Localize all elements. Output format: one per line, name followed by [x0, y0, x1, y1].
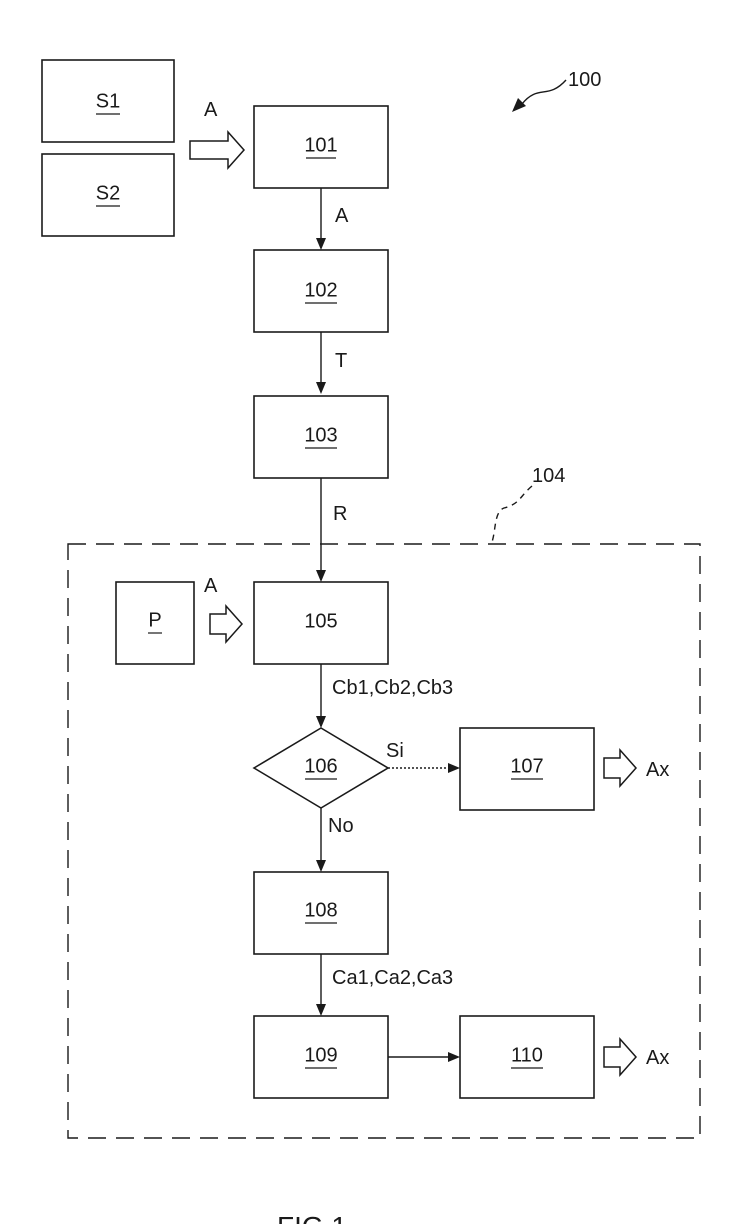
arrowhead-108-109 [316, 1004, 326, 1016]
edge-label-s-to-101: A [204, 99, 218, 121]
figure-caption: FIG.1 [277, 1211, 347, 1224]
step-102-label: 102 [304, 279, 337, 301]
step-108: 108 [254, 872, 388, 954]
step-102: 102 [254, 250, 388, 332]
edge-label-103-105: R [333, 503, 347, 525]
step-103: 103 [254, 396, 388, 478]
source-s2: S2 [42, 154, 174, 236]
decision-106: 106 [254, 728, 388, 808]
ref-100-leader [522, 80, 566, 104]
source-p: P [116, 582, 194, 664]
output-label-110: Ax [646, 1047, 669, 1069]
source-p-label: P [148, 609, 161, 631]
step-109-label: 109 [304, 1044, 337, 1066]
edge-label-101-102: A [335, 205, 349, 227]
step-101: 101 [254, 106, 388, 188]
hollow-arrow-out-110 [604, 1039, 636, 1075]
step-110: 110 [460, 1016, 594, 1098]
source-s2-label: S2 [96, 182, 120, 204]
edge-label-106-107: Si [386, 740, 404, 762]
hollow-arrow-p-to-105 [210, 606, 242, 642]
output-label-107: Ax [646, 759, 669, 781]
ref-100-arrowhead [512, 98, 526, 112]
hollow-arrow-s-to-101 [190, 132, 244, 168]
ref-104-label: 104 [532, 465, 565, 487]
step-103-label: 103 [304, 424, 337, 446]
arrowhead-105-106 [316, 716, 326, 728]
edge-label-102-103: T [335, 350, 347, 372]
edge-label-p-to-105: A [204, 575, 218, 597]
step-101-label: 101 [304, 134, 337, 156]
step-107: 107 [460, 728, 594, 810]
ref-104-leader [492, 486, 532, 542]
ref-100-label: 100 [568, 69, 601, 91]
arrowhead-106-107 [448, 763, 460, 773]
source-s1-label: S1 [96, 90, 120, 112]
source-s1: S1 [42, 60, 174, 142]
step-105-label: 105 [304, 610, 337, 632]
step-107-label: 107 [510, 755, 543, 777]
arrowhead-109-110 [448, 1052, 460, 1062]
step-109: 109 [254, 1016, 388, 1098]
step-105: 105 [254, 582, 388, 664]
edge-label-105-106: Cb1,Cb2,Cb3 [332, 677, 453, 699]
arrowhead-103-105 [316, 570, 326, 582]
arrowhead-102-103 [316, 382, 326, 394]
arrowhead-106-108 [316, 860, 326, 872]
step-110-label: 110 [511, 1044, 543, 1066]
edge-label-106-108: No [328, 815, 354, 837]
decision-106-label: 106 [304, 755, 337, 777]
step-108-label: 108 [304, 899, 337, 921]
arrowhead-101-102 [316, 238, 326, 250]
edge-label-108-109: Ca1,Ca2,Ca3 [332, 967, 453, 989]
hollow-arrow-out-107 [604, 750, 636, 786]
